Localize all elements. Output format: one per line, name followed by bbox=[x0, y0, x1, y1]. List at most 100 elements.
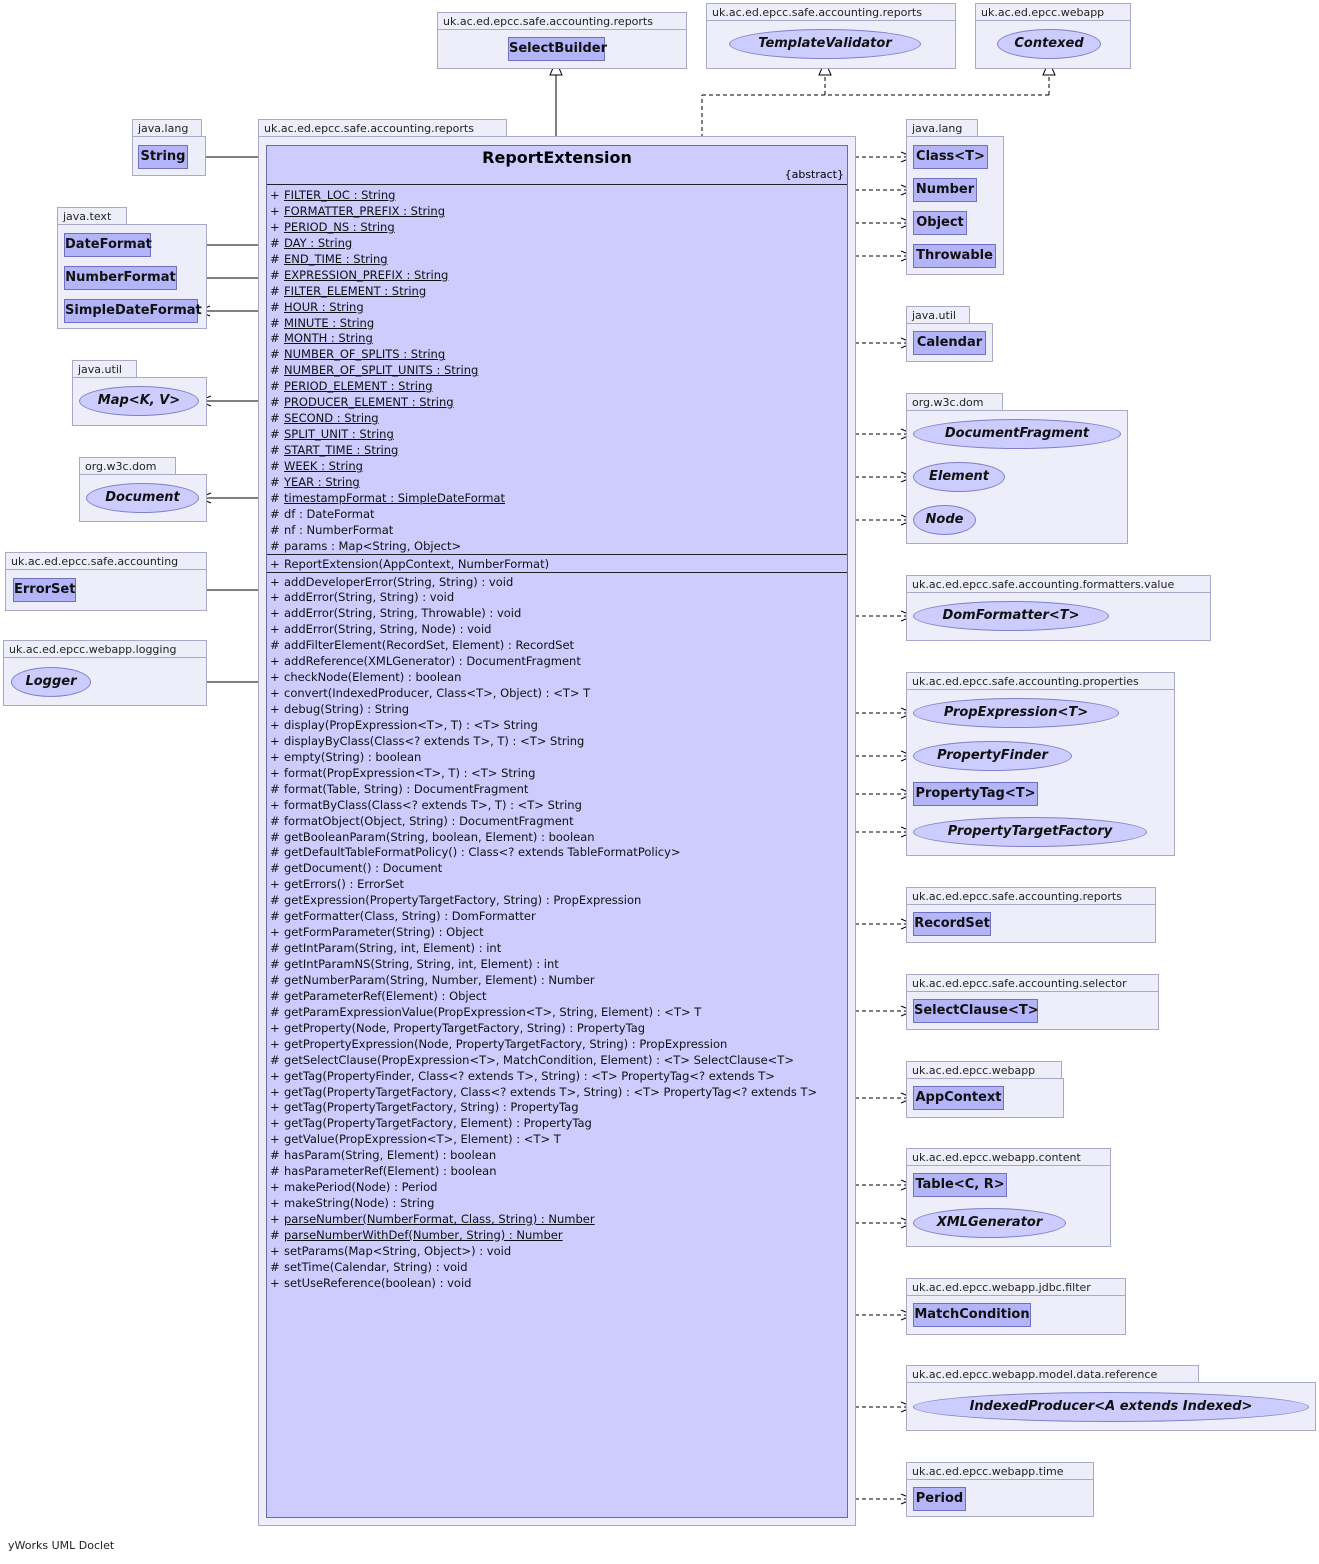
visibility-marker: + bbox=[270, 654, 280, 669]
class-numberformat[interactable]: NumberFormat bbox=[64, 266, 177, 290]
package-label: uk.ac.ed.epcc.safe.accounting bbox=[5, 552, 207, 569]
class-errorset[interactable]: ErrorSet bbox=[13, 578, 76, 602]
interface-logger[interactable]: Logger bbox=[11, 667, 91, 697]
package-label: uk.ac.ed.epcc.safe.accounting.selector bbox=[906, 974, 1159, 991]
member-signature: ReportExtension(AppContext, NumberFormat… bbox=[284, 556, 550, 571]
interface-element[interactable]: Element bbox=[913, 462, 1005, 492]
class-class-t[interactable]: Class<T> bbox=[913, 145, 988, 169]
visibility-marker: # bbox=[270, 972, 280, 987]
visibility-marker: + bbox=[270, 1068, 280, 1083]
member-signature: getIntParam(String, int, Element) : int bbox=[284, 941, 502, 956]
interface-map-k-v[interactable]: Map<K, V> bbox=[79, 386, 199, 416]
visibility-marker: # bbox=[270, 941, 280, 956]
class-selectclause-t[interactable]: SelectClause<T> bbox=[913, 999, 1039, 1023]
visibility-marker: + bbox=[270, 877, 280, 892]
class-selectbuilder[interactable]: SelectBuilder bbox=[508, 37, 607, 61]
package-label: uk.ac.ed.epcc.webapp bbox=[975, 3, 1131, 20]
member-signature: MINUTE : String bbox=[284, 315, 375, 330]
interface-xmlgenerator[interactable]: XMLGenerator bbox=[913, 1208, 1066, 1238]
member-signature: empty(String) : boolean bbox=[284, 749, 422, 764]
member-signature: FILTER_ELEMENT : String bbox=[284, 283, 427, 298]
interface-document[interactable]: Document bbox=[86, 483, 199, 513]
class-member: +addReference(XMLGenerator) : DocumentFr… bbox=[267, 653, 847, 669]
member-signature: addFilterElement(RecordSet, Element) : R… bbox=[284, 638, 575, 653]
visibility-marker: + bbox=[270, 1020, 280, 1035]
member-signature: NUMBER_OF_SPLIT_UNITS : String bbox=[284, 363, 479, 378]
visibility-marker: # bbox=[270, 299, 280, 314]
class-dateformat[interactable]: DateFormat bbox=[64, 233, 152, 257]
package-label: uk.ac.ed.epcc.webapp.jdbc.filter bbox=[906, 1278, 1126, 1295]
class-member: #MINUTE : String bbox=[267, 315, 847, 331]
interface-propertyfinder[interactable]: PropertyFinder bbox=[913, 741, 1072, 771]
visibility-marker: # bbox=[270, 1148, 280, 1163]
member-signature: getDocument() : Document bbox=[284, 861, 443, 876]
class-recordset[interactable]: RecordSet bbox=[913, 912, 991, 936]
class-simpledateformat[interactable]: SimpleDateFormat bbox=[64, 299, 202, 323]
member-signature: WEEK : String bbox=[284, 458, 363, 473]
class-member: +setParams(Map<String, Object>) : void bbox=[267, 1243, 847, 1259]
class-number[interactable]: Number bbox=[913, 178, 977, 202]
member-signature: format(Table, String) : DocumentFragment bbox=[284, 781, 529, 796]
member-signature: parseNumberWithDef(Number, String) : Num… bbox=[284, 1227, 563, 1242]
visibility-marker: # bbox=[270, 893, 280, 908]
class-member: #getNumberParam(String, Number, Element)… bbox=[267, 972, 847, 988]
visibility-marker: + bbox=[270, 702, 280, 716]
class-member: #MONTH : String bbox=[267, 330, 847, 346]
class-matchcondition[interactable]: MatchCondition bbox=[913, 1303, 1031, 1327]
class-member: +addError(String, String) : void bbox=[267, 589, 847, 605]
interface-templatevalidator[interactable]: TemplateValidator bbox=[729, 29, 921, 59]
class-table-c-r[interactable]: Table<C, R> bbox=[913, 1173, 1007, 1197]
methods-section: + addDeveloperError(String, String) : voi… bbox=[267, 571, 847, 1291]
class-object[interactable]: Object bbox=[913, 211, 967, 235]
visibility-marker: # bbox=[270, 443, 280, 457]
member-signature: parseNumber(NumberFormat, Class, String)… bbox=[284, 1212, 595, 1226]
interface-node[interactable]: Node bbox=[913, 505, 976, 535]
report-extension-class[interactable]: ReportExtension {abstract} +FILTER_LOC :… bbox=[266, 145, 848, 1518]
class-member: +format(PropExpression<T>, T) : <T> Stri… bbox=[267, 765, 847, 781]
visibility-marker: + bbox=[270, 1116, 280, 1131]
class-member: # NUMBER_OF_SPLIT_UNITS : String bbox=[267, 362, 847, 378]
class-member: +getProperty(Node, PropertyTargetFactory… bbox=[267, 1020, 847, 1036]
visibility-marker: # bbox=[270, 829, 280, 844]
visibility-marker: # bbox=[270, 363, 280, 378]
class-member: +getValue(PropExpression<T>, Element) : … bbox=[267, 1131, 847, 1147]
interface-contexed[interactable]: Contexed bbox=[997, 29, 1101, 59]
class-member: #PERIOD_ELEMENT : String bbox=[267, 378, 847, 394]
class-member: #HOUR : String bbox=[267, 299, 847, 315]
class-member: #START_TIME : String bbox=[267, 442, 847, 458]
class-member: #EXPRESSION_PREFIX : String bbox=[267, 267, 847, 283]
visibility-marker: + bbox=[270, 1100, 280, 1115]
interface-propertytargetfactory[interactable]: PropertyTargetFactory bbox=[913, 817, 1147, 847]
member-signature: addDeveloperError(String, String) : void bbox=[284, 574, 514, 589]
visibility-marker: # bbox=[270, 427, 280, 442]
member-signature: getBooleanParam(String, boolean, Element… bbox=[284, 829, 595, 844]
member-signature: YEAR : String bbox=[284, 474, 360, 489]
class-string[interactable]: String bbox=[138, 145, 188, 169]
class-member: +ReportExtension(AppContext, NumberForma… bbox=[267, 556, 847, 572]
interface-indexedproducer-a-extends-indexed[interactable]: IndexedProducer<A extends Indexed> bbox=[913, 1392, 1309, 1422]
class-member: #YEAR : String bbox=[267, 474, 847, 490]
class-member: +setUseReference(boolean) : void bbox=[267, 1275, 847, 1291]
interface-documentfragment[interactable]: DocumentFragment bbox=[913, 419, 1121, 449]
package-label: uk.ac.ed.epcc.webapp.model.data.referenc… bbox=[906, 1365, 1199, 1382]
class-propertytag-t[interactable]: PropertyTag<T> bbox=[913, 782, 1038, 806]
class-appcontext[interactable]: AppContext bbox=[913, 1086, 1004, 1110]
visibility-marker: + bbox=[270, 733, 280, 748]
interface-propexpression-t[interactable]: PropExpression<T> bbox=[913, 698, 1119, 728]
visibility-marker: + bbox=[270, 1275, 280, 1290]
class-member: #getExpression(PropertyTargetFactory, St… bbox=[267, 892, 847, 908]
class-member: +getTag(PropertyTargetFactory, Class<? e… bbox=[267, 1084, 847, 1100]
class-calendar[interactable]: Calendar bbox=[913, 331, 986, 355]
member-signature: getTag(PropertyTargetFactory, Element) :… bbox=[284, 1116, 592, 1131]
class-stereotype: {abstract} bbox=[784, 168, 844, 181]
member-signature: getDefaultTableFormatPolicy() : Class<? … bbox=[284, 845, 681, 860]
member-signature: getTag(PropertyTargetFactory, Class<? ex… bbox=[284, 1084, 818, 1099]
visibility-marker: + bbox=[270, 574, 280, 589]
class-throwable[interactable]: Throwable bbox=[913, 244, 996, 268]
member-signature: makeString(Node) : String bbox=[284, 1196, 435, 1211]
class-member: + getTag(PropertyTargetFactory, Element) … bbox=[267, 1115, 847, 1131]
class-period[interactable]: Period bbox=[913, 1487, 966, 1511]
interface-domformatter-t[interactable]: DomFormatter<T> bbox=[913, 601, 1109, 631]
footer-credit: yWorks UML Doclet bbox=[8, 1539, 115, 1552]
class-member: #setTime(Calendar, String) : void bbox=[267, 1259, 847, 1275]
